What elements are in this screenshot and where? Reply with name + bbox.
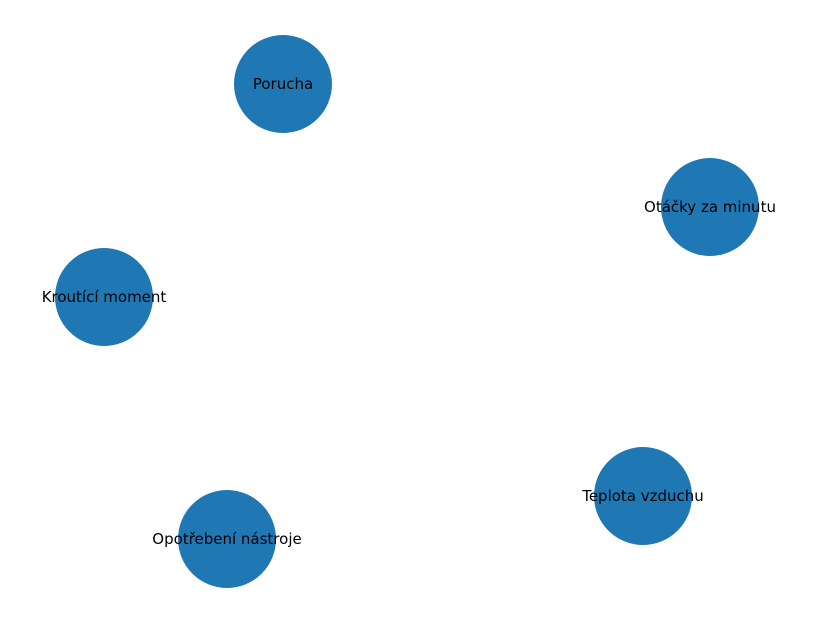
node-circle <box>178 490 276 588</box>
node-circle <box>661 158 759 256</box>
graph-node-porucha: Porucha <box>234 35 332 133</box>
node-label: Kroutící moment <box>42 288 167 306</box>
node-label: Teplota vzduchu <box>581 487 704 505</box>
graph-node-otacky: Otáčky za minutu <box>644 158 776 256</box>
node-circle <box>234 35 332 133</box>
graph-node-teplota: Teplota vzduchu <box>581 447 704 545</box>
node-label: Porucha <box>253 75 313 93</box>
node-label: Otáčky za minutu <box>644 198 776 216</box>
graph-node-krouticí-moment: Kroutící moment <box>42 248 167 346</box>
node-label: Opotřebení nástroje <box>152 530 301 548</box>
node-circle <box>55 248 153 346</box>
graph-node-opotrebeni: Opotřebení nástroje <box>152 490 302 588</box>
node-circle <box>594 447 692 545</box>
